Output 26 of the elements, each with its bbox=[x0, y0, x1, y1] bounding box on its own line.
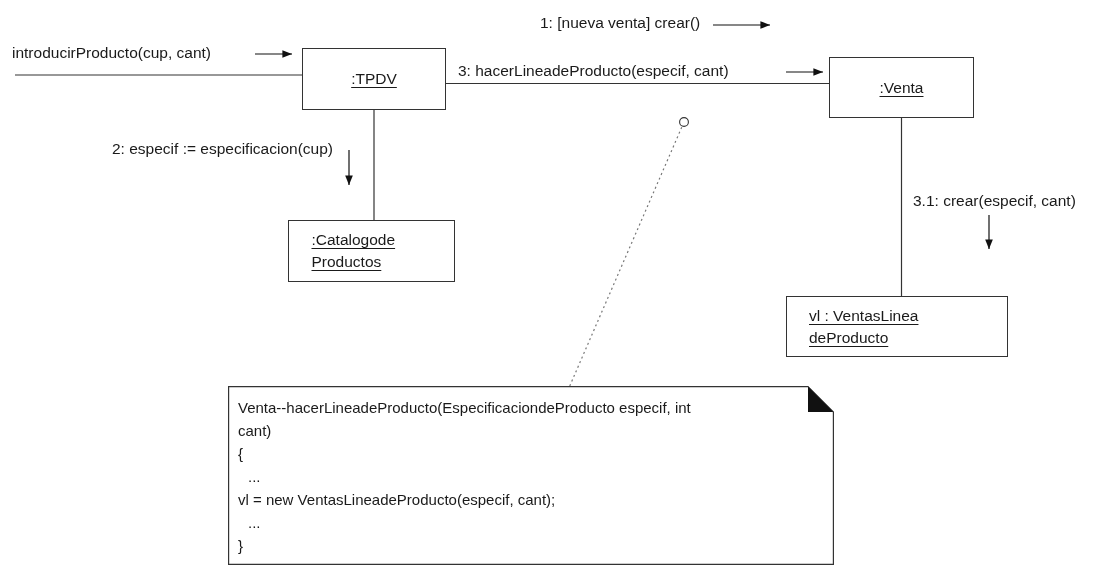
object-name: :Catalogode Productos bbox=[311, 230, 397, 272]
code-line: } bbox=[238, 536, 244, 556]
code-line: Venta--hacerLineadeProducto(EspecificaciondeProducto especif, int cant) bbox=[238, 398, 692, 441]
link-line bbox=[900, 117, 903, 297]
object-box bbox=[302, 48, 446, 110]
object-box bbox=[786, 296, 1008, 357]
message-label: 1: [nueva venta] crear() bbox=[540, 14, 701, 32]
message-label: 2: especif := especificacion(cup) bbox=[112, 140, 333, 158]
note-box bbox=[228, 386, 834, 565]
object-name: :Venta bbox=[879, 77, 924, 98]
object-box bbox=[288, 220, 455, 282]
code-line: vl = new VentasLineadeProducto(especif, cant); bbox=[238, 490, 557, 510]
code-line: ... bbox=[247, 467, 262, 487]
link-line bbox=[14, 74, 303, 76]
link-line bbox=[373, 109, 375, 221]
dotted-leader-line bbox=[569, 126, 683, 387]
object-name: :TPDV bbox=[351, 69, 397, 89]
message-label: 3: hacerLineadeProducto(especif, cant) bbox=[458, 62, 729, 80]
object-name: vl : VentasLinea deProducto bbox=[809, 305, 920, 348]
link-line bbox=[445, 82, 830, 85]
code-line: ... bbox=[247, 513, 262, 533]
object-box bbox=[829, 57, 974, 118]
attachment-circle bbox=[679, 117, 689, 127]
message-label: 3.1: crear(especif, cant) bbox=[913, 192, 1076, 210]
code-line: { bbox=[238, 444, 244, 464]
message-label: introducirProducto(cup, cant) bbox=[12, 44, 211, 62]
